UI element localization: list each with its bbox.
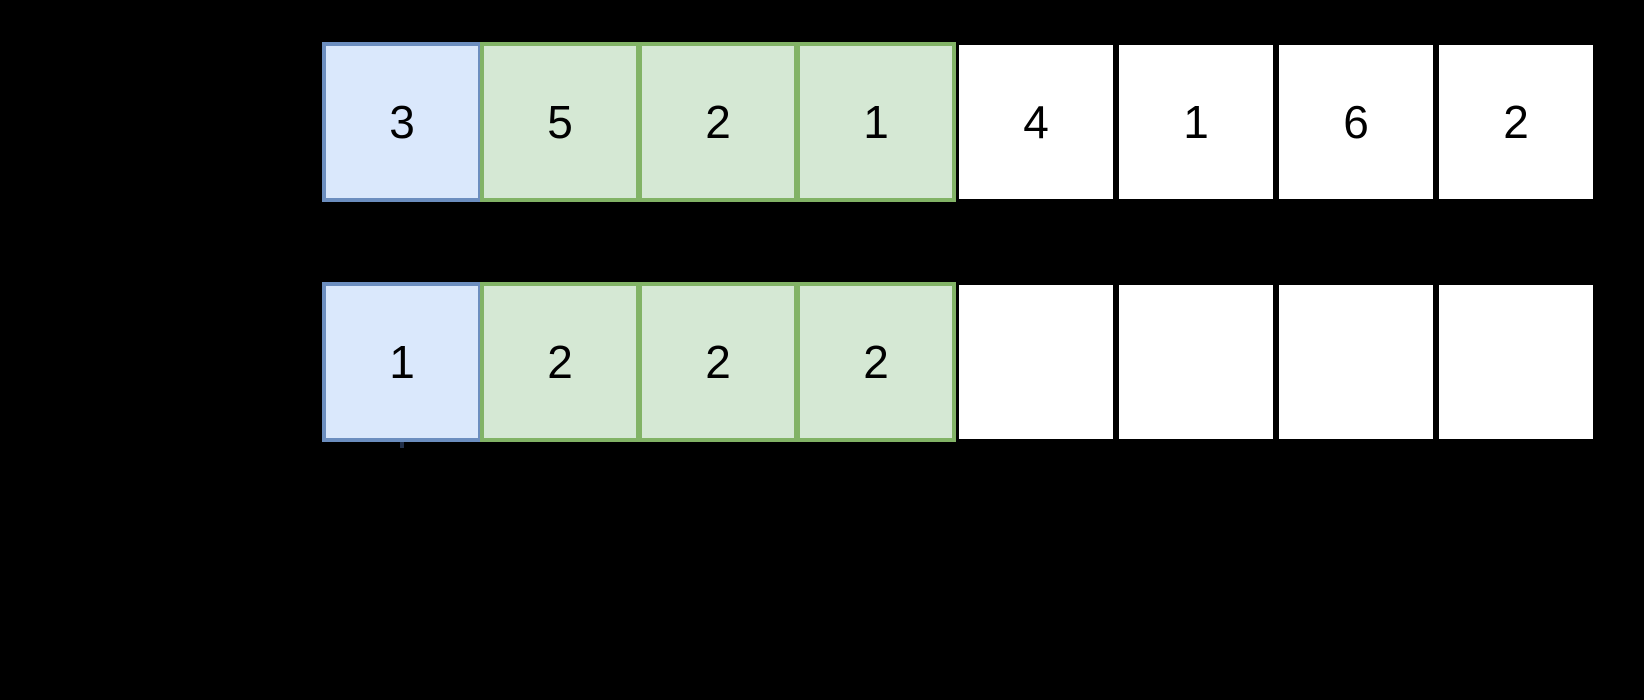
array-cell: 2 — [638, 42, 798, 202]
array-cell: 6 — [1276, 42, 1436, 202]
array-cell — [956, 282, 1116, 442]
array-cell — [1276, 282, 1436, 442]
array-cell: 5 — [480, 42, 640, 202]
stray-mark-artifact — [400, 442, 404, 448]
array-cell: 2 — [480, 282, 640, 442]
bottom-array-row: 1 2 2 2 — [322, 282, 1596, 442]
array-cell: 2 — [796, 282, 956, 442]
array-cell: 4 — [956, 42, 1116, 202]
array-cell — [1116, 282, 1276, 442]
top-array-row: 3 5 2 1 4 1 6 2 — [322, 42, 1596, 202]
array-cell: 1 — [796, 42, 956, 202]
array-cell: 2 — [638, 282, 798, 442]
array-cell — [1436, 282, 1596, 442]
array-cell: 3 — [322, 42, 482, 202]
array-cell: 1 — [322, 282, 482, 442]
array-cell: 1 — [1116, 42, 1276, 202]
array-cell: 2 — [1436, 42, 1596, 202]
